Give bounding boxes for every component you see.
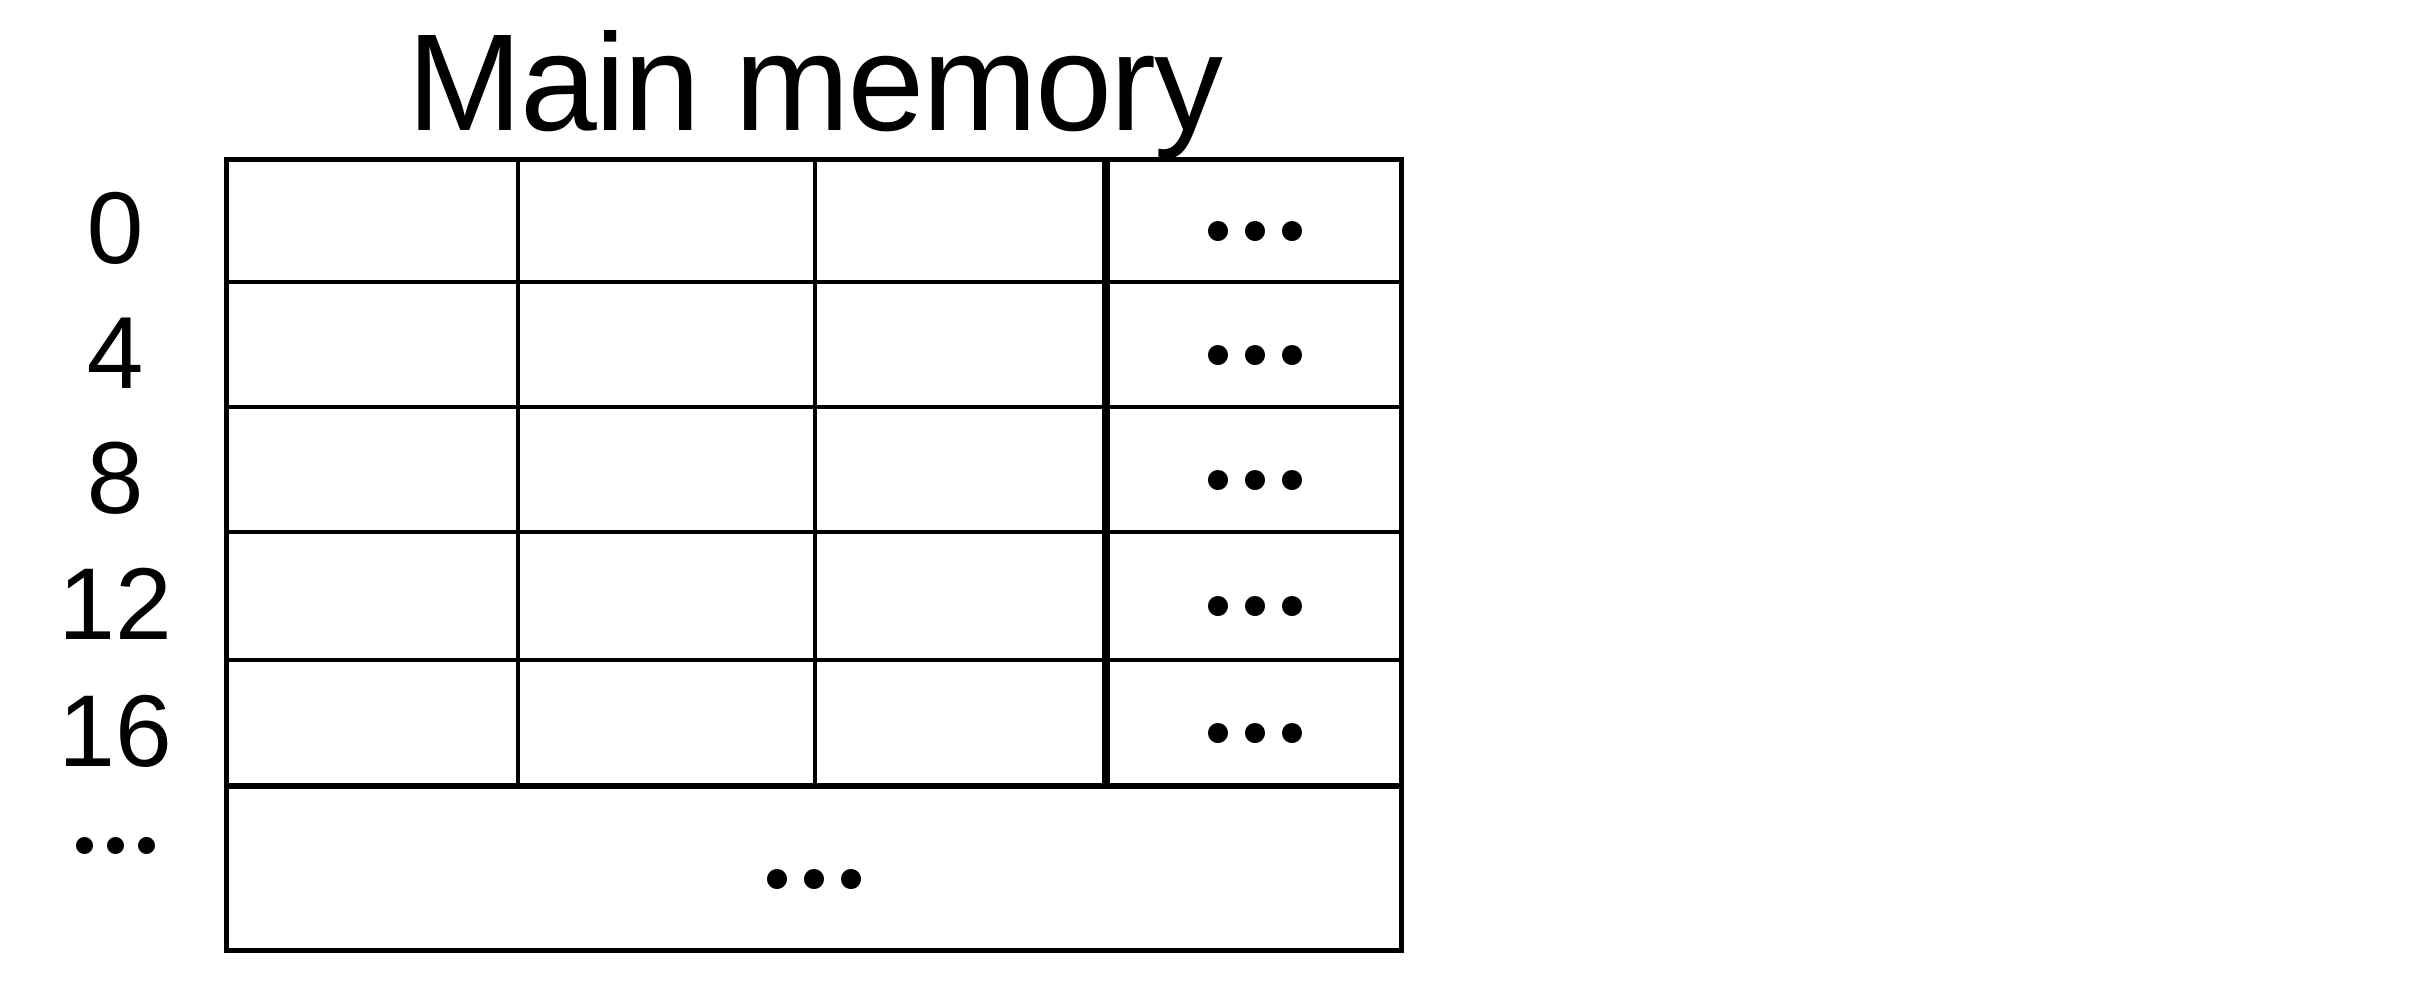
row-4-ellipsis-cell [1110,284,1399,405]
address-label-0: 0 [86,170,144,285]
address-label-ellipsis [30,786,200,904]
address-label-8: 8 [86,420,144,535]
address-label-12: 12 [58,547,172,661]
row-16-ellipsis-cell [1110,662,1399,783]
column-divider-thick [1102,162,1110,789]
ellipsis-icon [75,836,155,854]
bottom-row-ellipsis-cell [229,789,1399,948]
ellipsis-icon [1207,469,1302,490]
row-12-ellipsis-cell [1110,534,1399,658]
address-label-4: 4 [86,295,144,410]
ellipsis-icon [1207,344,1302,365]
ellipsis-icon [767,868,861,889]
memory-table [224,157,1404,953]
column-divider-2 [813,162,817,789]
ellipsis-icon [1207,221,1302,241]
ellipsis-icon [1207,596,1302,616]
column-divider-1 [516,162,520,789]
diagram-title: Main memory [407,6,1223,160]
row-0-ellipsis-cell [1110,162,1399,280]
address-label-16: 16 [58,674,172,788]
row-8-ellipsis-cell [1110,409,1399,530]
ellipsis-icon [1207,722,1302,743]
